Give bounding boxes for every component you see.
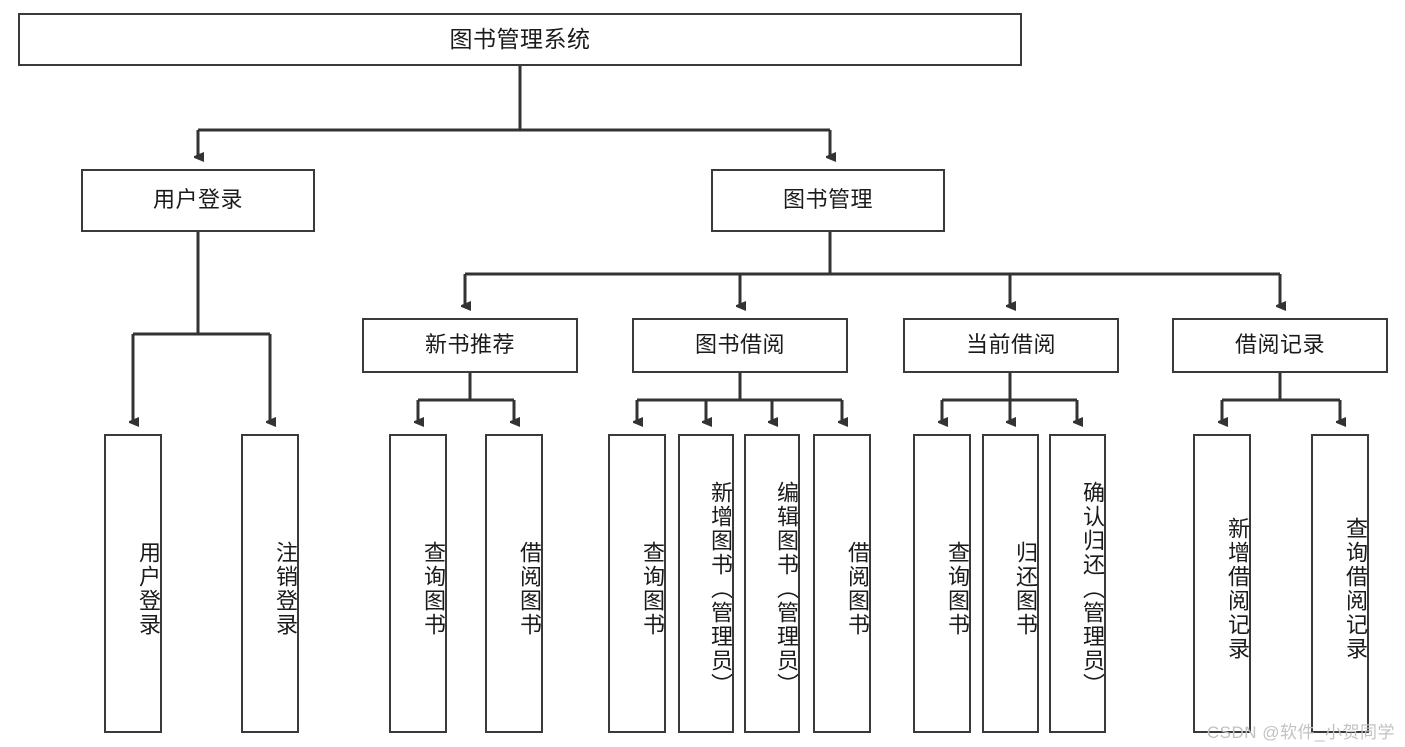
node-current-borrow-label: 当前借阅 xyxy=(965,332,1056,358)
node-leaf-confirm-return-label: 确认归还（管理员） xyxy=(1080,480,1105,697)
node-user-login[interactable]: 用户登录 xyxy=(81,169,315,232)
node-leaf-borrow-book-1[interactable]: 借阅图书 xyxy=(485,434,543,733)
node-book-borrow-label: 图书借阅 xyxy=(694,332,785,358)
node-leaf-add-record[interactable]: 新增借阅记录 xyxy=(1193,434,1251,733)
node-user-login-label: 用户登录 xyxy=(152,187,243,213)
node-leaf-edit-book[interactable]: 编辑图书（管理员） xyxy=(744,434,800,733)
node-root-label: 图书管理系统 xyxy=(449,25,591,52)
node-leaf-confirm-return[interactable]: 确认归还（管理员） xyxy=(1049,434,1106,733)
node-leaf-logout-login[interactable]: 注销登录 xyxy=(241,434,299,733)
node-root-system[interactable]: 图书管理系统 xyxy=(18,13,1022,66)
node-book-manage[interactable]: 图书管理 xyxy=(711,169,945,232)
node-leaf-borrow-book-1-label: 借阅图书 xyxy=(517,540,542,637)
node-new-book-recommend-label: 新书推荐 xyxy=(424,332,515,358)
node-leaf-add-record-label: 新增借阅记录 xyxy=(1225,516,1250,661)
node-leaf-user-login[interactable]: 用户登录 xyxy=(104,434,162,733)
node-leaf-query-book-2[interactable]: 查询图书 xyxy=(608,434,666,733)
node-leaf-add-book-label: 新增图书（管理员） xyxy=(708,480,733,697)
node-leaf-query-book-1[interactable]: 查询图书 xyxy=(389,434,447,733)
node-leaf-logout-login-label: 注销登录 xyxy=(273,540,298,637)
node-borrow-record[interactable]: 借阅记录 xyxy=(1172,318,1388,373)
node-leaf-query-book-3[interactable]: 查询图书 xyxy=(913,434,971,733)
watermark: CSDN @软件_小贺同学 xyxy=(1206,723,1395,742)
node-leaf-add-book[interactable]: 新增图书（管理员） xyxy=(678,434,734,733)
node-leaf-user-login-label: 用户登录 xyxy=(136,540,161,637)
node-leaf-return-book-label: 归还图书 xyxy=(1013,540,1038,637)
node-leaf-query-record[interactable]: 查询借阅记录 xyxy=(1311,434,1369,733)
node-book-manage-label: 图书管理 xyxy=(782,187,873,213)
node-leaf-borrow-book-2-label: 借阅图书 xyxy=(845,540,870,637)
node-borrow-record-label: 借阅记录 xyxy=(1234,332,1325,358)
node-leaf-query-book-2-label: 查询图书 xyxy=(640,540,665,637)
node-leaf-borrow-book-2[interactable]: 借阅图书 xyxy=(813,434,871,733)
node-leaf-edit-book-label: 编辑图书（管理员） xyxy=(774,480,799,697)
node-leaf-return-book[interactable]: 归还图书 xyxy=(982,434,1039,733)
node-current-borrow[interactable]: 当前借阅 xyxy=(903,318,1119,373)
node-leaf-query-record-label: 查询借阅记录 xyxy=(1343,516,1368,661)
node-leaf-query-book-3-label: 查询图书 xyxy=(945,540,970,637)
node-leaf-query-book-1-label: 查询图书 xyxy=(421,540,446,637)
node-book-borrow[interactable]: 图书借阅 xyxy=(632,318,848,373)
node-new-book-recommend[interactable]: 新书推荐 xyxy=(362,318,578,373)
